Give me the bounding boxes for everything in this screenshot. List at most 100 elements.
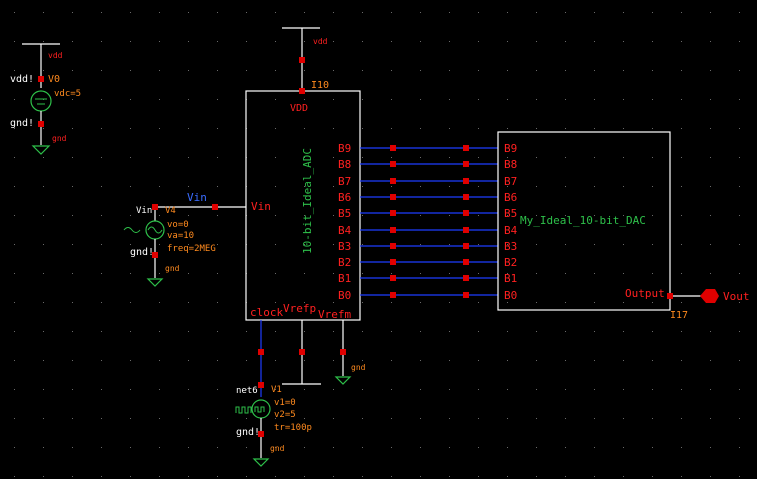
pin-marker[interactable] bbox=[390, 145, 396, 151]
pin-marker[interactable] bbox=[463, 259, 469, 265]
pin-marker[interactable] bbox=[463, 178, 469, 184]
grid-dot bbox=[217, 41, 218, 42]
pin-marker[interactable] bbox=[258, 431, 264, 437]
pin-marker[interactable] bbox=[463, 227, 469, 233]
adc-block-i10[interactable]: vdd I10 VDD 10-bit_Ideal_ADC Vin clock V… bbox=[245, 27, 361, 321]
grid-dot bbox=[362, 128, 363, 129]
grid-dot bbox=[652, 360, 653, 361]
dac-body[interactable] bbox=[497, 131, 671, 311]
pin-marker[interactable] bbox=[390, 227, 396, 233]
adc-output-pin-label: B0 bbox=[338, 289, 351, 302]
dac-input-pin-label: B9 bbox=[504, 142, 517, 155]
grid-dot bbox=[188, 418, 189, 419]
grid-dot bbox=[594, 418, 595, 419]
pin-marker[interactable] bbox=[152, 204, 158, 210]
pin-marker[interactable] bbox=[390, 194, 396, 200]
grid-dot bbox=[304, 244, 305, 245]
grid-dot bbox=[275, 99, 276, 100]
vdd-global-label: vdd! bbox=[10, 74, 34, 85]
pin-marker[interactable] bbox=[390, 161, 396, 167]
pin-marker[interactable] bbox=[258, 349, 264, 355]
grid-dot bbox=[304, 273, 305, 274]
grid-dot bbox=[101, 128, 102, 129]
grid-dot bbox=[449, 360, 450, 361]
adc-output-pin-label: B3 bbox=[338, 240, 351, 253]
grid-dot bbox=[565, 186, 566, 187]
grid-dot bbox=[449, 273, 450, 274]
clock-net-label: net6 bbox=[236, 386, 258, 396]
grid-dot bbox=[507, 215, 508, 216]
grid-dot bbox=[246, 389, 247, 390]
grid-dot bbox=[449, 186, 450, 187]
pin-marker[interactable] bbox=[390, 178, 396, 184]
pin-marker[interactable] bbox=[212, 204, 218, 210]
pin-marker[interactable] bbox=[390, 292, 396, 298]
vdd-source-v0[interactable]: vdd vdd! V0 vdc=5 gnd! gnd bbox=[10, 43, 81, 155]
grid-dot bbox=[594, 157, 595, 158]
grid-dot bbox=[159, 302, 160, 303]
grid-dot bbox=[72, 215, 73, 216]
grid-dot bbox=[623, 418, 624, 419]
grid-dot bbox=[507, 244, 508, 245]
grid-dot bbox=[101, 360, 102, 361]
grid-dot bbox=[739, 99, 740, 100]
pin-marker[interactable] bbox=[258, 382, 264, 388]
grid-dot bbox=[130, 70, 131, 71]
pin-marker[interactable] bbox=[463, 194, 469, 200]
grid-dot bbox=[217, 215, 218, 216]
grid-dot bbox=[130, 41, 131, 42]
grid-dot bbox=[217, 157, 218, 158]
pin-marker[interactable] bbox=[463, 275, 469, 281]
pin-marker[interactable] bbox=[340, 349, 346, 355]
grid-dot bbox=[507, 447, 508, 448]
pin-marker[interactable] bbox=[390, 210, 396, 216]
pin-marker[interactable] bbox=[299, 88, 305, 94]
pin-marker[interactable] bbox=[299, 349, 305, 355]
clock-source-v1[interactable]: net6 V1 v1=0 v2=5 tr=100p gnd! gnd bbox=[235, 385, 312, 467]
data-bus-wires[interactable] bbox=[360, 145, 498, 298]
pin-marker[interactable] bbox=[667, 293, 673, 299]
adc-bottom-connections[interactable]: gnd bbox=[258, 320, 366, 397]
grid-dot bbox=[420, 186, 421, 187]
pin-marker[interactable] bbox=[463, 243, 469, 249]
grid-dot bbox=[130, 12, 131, 13]
pin-marker[interactable] bbox=[463, 161, 469, 167]
pin-marker[interactable] bbox=[299, 57, 305, 63]
grid-dot bbox=[391, 99, 392, 100]
grid-dot bbox=[594, 215, 595, 216]
grid-dot bbox=[710, 476, 711, 477]
pin-marker[interactable] bbox=[463, 210, 469, 216]
pin-marker[interactable] bbox=[38, 121, 44, 127]
adc-clock-pin-label: clock bbox=[250, 306, 283, 319]
grid-dot bbox=[333, 128, 334, 129]
pin-marker[interactable] bbox=[390, 275, 396, 281]
grid-dot bbox=[188, 99, 189, 100]
ground-icon bbox=[31, 145, 51, 155]
grid-dot bbox=[101, 389, 102, 390]
pin-marker[interactable] bbox=[38, 76, 44, 82]
grid-dot bbox=[130, 389, 131, 390]
pin-marker[interactable] bbox=[463, 292, 469, 298]
grid-dot bbox=[101, 447, 102, 448]
grid-dot bbox=[623, 389, 624, 390]
vin-source-v4[interactable]: Vin Vin V4 vo=0 va=10 freq=2MEG gnd! gnd bbox=[123, 191, 246, 287]
grid-dot bbox=[478, 186, 479, 187]
output-pin-icon[interactable] bbox=[700, 289, 719, 303]
gnd-net-label: gnd bbox=[52, 134, 67, 143]
pin-marker[interactable] bbox=[463, 145, 469, 151]
dac-input-pin-label: B6 bbox=[504, 191, 517, 204]
grid-dot bbox=[72, 418, 73, 419]
grid-dot bbox=[362, 476, 363, 477]
grid-dot bbox=[594, 360, 595, 361]
pin-marker[interactable] bbox=[152, 252, 158, 258]
grid-dot bbox=[217, 447, 218, 448]
grid-dot bbox=[130, 360, 131, 361]
pin-marker[interactable] bbox=[390, 259, 396, 265]
grid-dot bbox=[739, 70, 740, 71]
grid-dot bbox=[43, 331, 44, 332]
grid-dot bbox=[304, 476, 305, 477]
grid-dot bbox=[101, 215, 102, 216]
pin-marker[interactable] bbox=[390, 243, 396, 249]
